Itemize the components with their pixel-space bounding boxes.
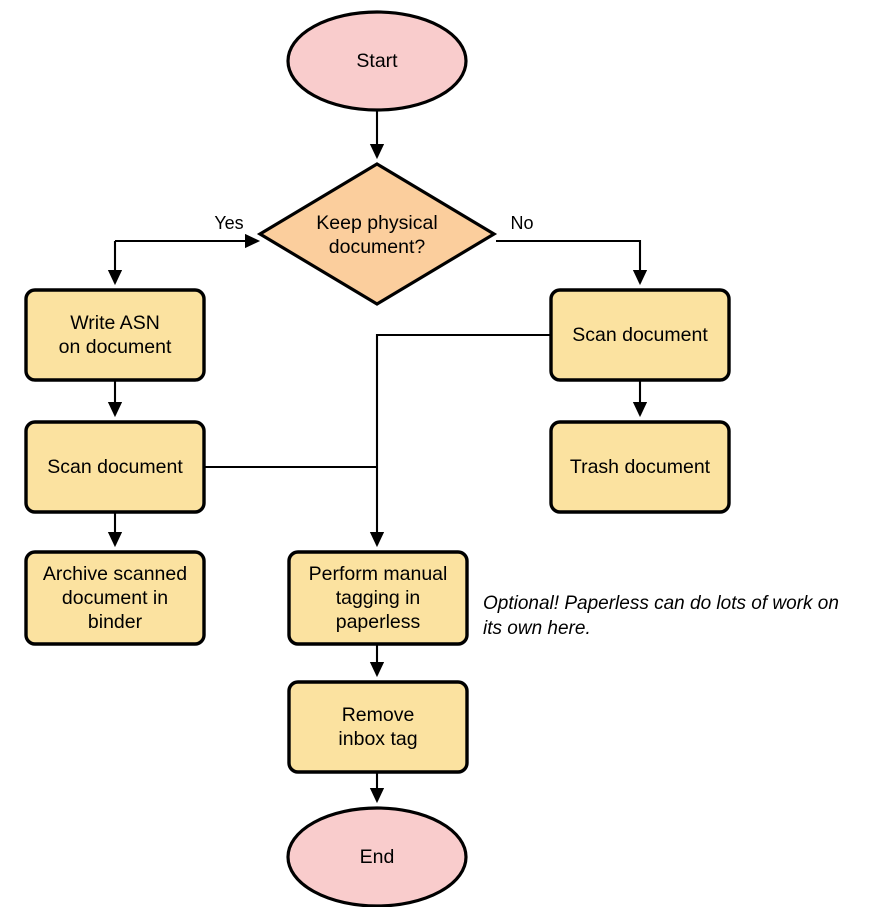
node-scan-document-left[interactable]: Scan document — [24, 420, 206, 514]
end-label: End — [360, 846, 395, 868]
remove-inbox-box[interactable] — [287, 680, 469, 774]
write-asn-box[interactable] — [24, 288, 206, 382]
decision-label-line2: document? — [329, 236, 426, 258]
scan-document-right-label: Scan document — [572, 324, 708, 346]
node-end[interactable]: End — [286, 806, 468, 907]
archive-label-line1: Archive scanned — [43, 563, 187, 585]
end-ellipse[interactable] — [286, 806, 468, 907]
tagging-box[interactable] — [287, 550, 469, 646]
archive-label-line2: document in — [62, 587, 168, 609]
annotation-line1: Optional! Paperless can do lots of work … — [483, 593, 839, 614]
archive-label-line3: binder — [88, 611, 143, 633]
edge-decision-no-to-scan-right — [496, 239, 648, 286]
archive-box[interactable] — [24, 550, 206, 646]
edge-layer — [107, 110, 648, 804]
node-scan-document-right[interactable]: Scan document — [549, 288, 731, 382]
tagging-label-line3: paperless — [336, 611, 421, 633]
remove-inbox-label-line2: inbox tag — [338, 728, 417, 750]
node-remove-inbox-tag[interactable]: Remove inbox tag — [287, 680, 469, 774]
write-asn-label-line1: Write ASN — [70, 312, 160, 334]
node-trash-document[interactable]: Trash document — [549, 420, 731, 514]
decision-label-line1: Keep physical — [316, 212, 437, 234]
node-decision-keep-physical-document[interactable]: Keep physical document? — [256, 162, 498, 306]
edge-scan-right-to-tagging — [369, 333, 551, 548]
trash-document-box[interactable] — [549, 420, 731, 514]
remove-inbox-label-line1: Remove — [342, 704, 415, 726]
edge-label-layer: Yes No — [214, 213, 533, 233]
scan-document-left-box[interactable] — [24, 420, 206, 514]
node-archive-scanned-document[interactable]: Archive scanned document in binder — [24, 550, 206, 646]
tagging-label-line2: tagging in — [336, 587, 421, 609]
trash-document-label: Trash document — [570, 456, 711, 478]
tagging-label-line1: Perform manual — [309, 563, 448, 585]
edge-label-yes: Yes — [214, 213, 243, 233]
start-ellipse[interactable] — [286, 10, 468, 112]
node-start[interactable]: Start — [286, 10, 468, 112]
annotation-optional-note: Optional! Paperless can do lots of work … — [483, 593, 839, 639]
decision-diamond[interactable] — [256, 162, 498, 306]
start-label: Start — [356, 50, 398, 72]
scan-document-right-box[interactable] — [549, 288, 731, 382]
scan-document-left-label: Scan document — [47, 456, 183, 478]
edge-label-no: No — [510, 213, 533, 233]
node-write-asn-on-document[interactable]: Write ASN on document — [24, 288, 206, 382]
node-perform-manual-tagging[interactable]: Perform manual tagging in paperless — [287, 550, 469, 646]
write-asn-label-line2: on document — [59, 336, 172, 358]
annotation-line2: its own here. — [483, 618, 591, 639]
